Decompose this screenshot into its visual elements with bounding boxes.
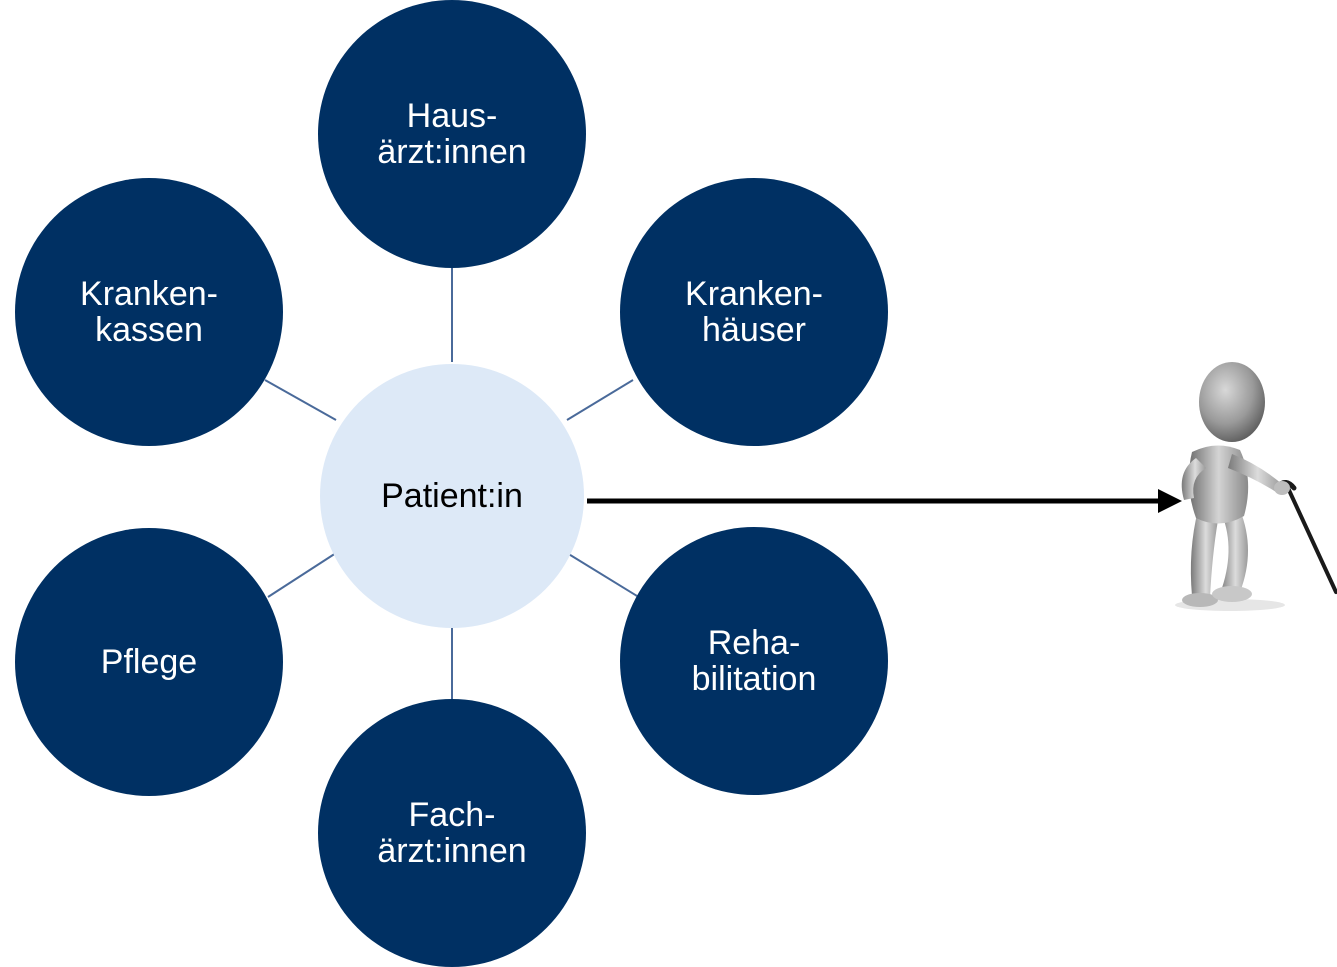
- node-fachaerzte-line2: ärzt:innen: [377, 832, 527, 870]
- node-rehabilitation: Reha- bilitation: [620, 527, 888, 795]
- node-krankenhaeuser-line2: häuser: [702, 311, 806, 349]
- arrow-head: [1158, 489, 1182, 513]
- node-fachaerzte: Fach- ärzt:innen: [318, 699, 586, 967]
- node-hausaerzte: Haus- ärzt:innen: [318, 0, 586, 268]
- node-fachaerzte-line1: Fach-: [408, 796, 496, 834]
- node-pflege-line1: Pflege: [100, 643, 198, 681]
- node-krankenkassen-line2: kassen: [95, 311, 203, 349]
- node-pflege: Pflege: [15, 528, 283, 796]
- node-rehabilitation-line1: Reha-: [707, 624, 801, 662]
- node-hausaerzte-line1: Haus-: [406, 97, 498, 135]
- node-krankenkassen-line1: Kranken-: [80, 275, 218, 313]
- connector-krankenhaeuser: [566, 379, 634, 421]
- patient-figure-icon: [1175, 362, 1337, 611]
- node-krankenhaeuser-line1: Kranken-: [685, 275, 823, 313]
- node-krankenhaeuser: Kranken- häuser: [620, 178, 888, 446]
- node-krankenkassen: Kranken- kassen: [15, 178, 283, 446]
- node-rehabilitation-line2: bilitation: [691, 660, 817, 698]
- node-patient: Patient:in: [320, 364, 584, 628]
- node-patient-label: Patient:in: [381, 477, 523, 515]
- connector-krankenkassen: [264, 379, 337, 421]
- node-hausaerzte-line2: ärzt:innen: [377, 133, 527, 171]
- connector-pflege: [267, 552, 337, 598]
- connector-rehabilitation: [566, 552, 638, 597]
